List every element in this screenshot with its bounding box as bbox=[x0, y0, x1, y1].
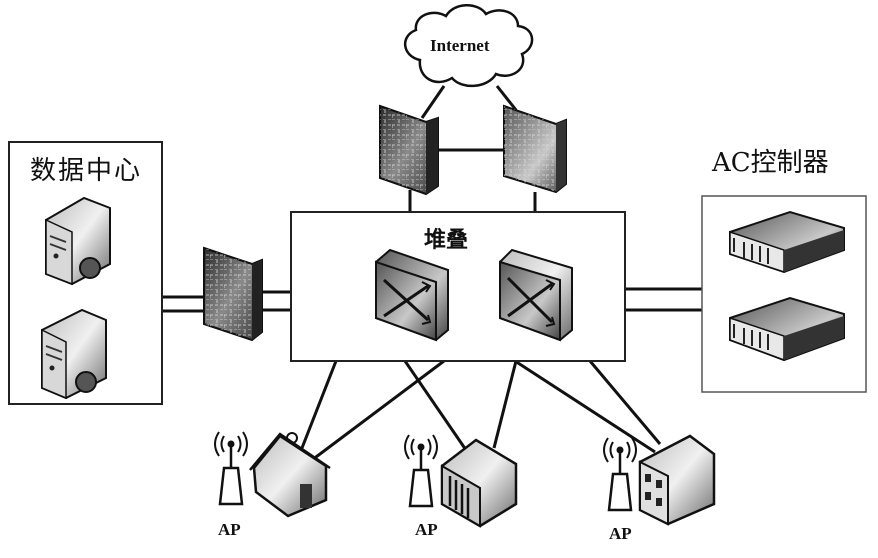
building-icon bbox=[440, 438, 518, 528]
link-stack-house-b bbox=[311, 359, 445, 462]
ap-label-3: AP bbox=[609, 524, 632, 543]
server-icon-1 bbox=[45, 196, 111, 286]
link-stack-building-b bbox=[492, 360, 518, 449]
firewall-icon-top-left bbox=[379, 104, 439, 196]
link-internet-fw-left bbox=[420, 85, 446, 119]
stack-title: 堆叠 bbox=[424, 228, 469, 253]
access-point-icon-1 bbox=[214, 431, 248, 506]
link-stack-office-a bbox=[514, 359, 656, 454]
ap-label-1: AP bbox=[218, 520, 241, 539]
firewall-icon-datacenter bbox=[203, 246, 263, 342]
switch-icon-left bbox=[375, 248, 449, 342]
internet-cloud-icon bbox=[404, 4, 534, 87]
ap-label-2: AP bbox=[415, 520, 438, 539]
access-point-icon-3 bbox=[603, 437, 637, 512]
internet-label: Internet bbox=[430, 36, 490, 55]
link-stack-office-b bbox=[588, 360, 662, 445]
office-building-icon bbox=[638, 434, 716, 526]
server-icon-2 bbox=[41, 308, 107, 400]
datacenter-title: 数据中心 bbox=[30, 156, 143, 186]
switch-icon-right bbox=[499, 248, 573, 342]
ac-controller-icon-2 bbox=[729, 296, 845, 362]
link-internet-fw-right bbox=[495, 85, 518, 111]
access-point-icon-2 bbox=[404, 434, 438, 508]
ac-controller-icon-1 bbox=[729, 210, 845, 274]
ac-controller-title: AC控制器 bbox=[712, 148, 829, 178]
link-stack-house-a bbox=[300, 360, 338, 449]
firewall-icon-top-right bbox=[503, 104, 567, 194]
house-icon bbox=[249, 432, 331, 518]
link-stack-building-a bbox=[403, 360, 468, 451]
